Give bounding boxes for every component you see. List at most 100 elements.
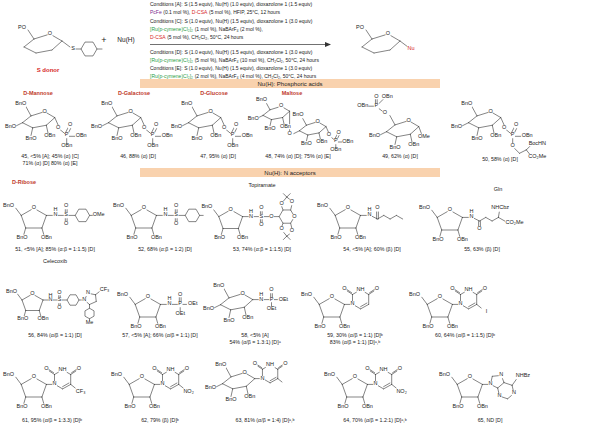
atom-label: O [242, 370, 247, 376]
atom-label: N [512, 391, 517, 397]
bond [212, 125, 214, 133]
atom-label: O [326, 132, 331, 138]
atom-label: N [249, 214, 254, 220]
bond [119, 125, 133, 128]
atom-label: NH [464, 287, 473, 293]
atom-label: O [174, 204, 179, 210]
bond [57, 386, 62, 389]
atom-label: BnO [113, 203, 125, 209]
yield-caption: 60, 64% (α/β = 1:1.5) [D]ᵇ [435, 333, 495, 338]
bond [152, 215, 157, 228]
atom-label: OBn [362, 404, 374, 410]
atom-label: CF₃ [99, 288, 109, 294]
bond [440, 230, 442, 236]
bond [265, 380, 270, 383]
bond [16, 208, 21, 215]
bond [422, 297, 427, 304]
atom-label: O [222, 125, 227, 131]
bond [366, 30, 372, 39]
atom-label: O [31, 374, 36, 380]
atom-label: OBn [242, 316, 254, 322]
bond [287, 194, 290, 197]
atom-label: N [53, 213, 58, 219]
atom-label: N [163, 213, 168, 219]
bond [482, 384, 487, 385]
atom-label: P [65, 133, 69, 139]
atom-label: Nu [407, 46, 415, 52]
aromatic-ring [67, 295, 79, 305]
condition-text: (5 mol %), CH₂Cl₂, 50°C, 24 hours [167, 35, 243, 40]
bond [514, 148, 519, 153]
bond [384, 383, 390, 387]
atom-label: BnO [317, 203, 329, 209]
atom-label: O [57, 305, 62, 311]
yield-caption: 83% (α/β = 1:1) [D]ᵃ,ᵇ [330, 340, 380, 345]
bond [460, 397, 462, 403]
condition-text: (2 mol %), NaBArF₄ (4 mol %), CH₂Cl₂, 50… [195, 74, 317, 79]
bond [192, 107, 197, 116]
bond [378, 212, 379, 219]
atom-label: BnO [5, 124, 17, 130]
bond [457, 384, 462, 397]
bond [270, 377, 276, 380]
bond [24, 311, 26, 316]
atom-label: O [64, 204, 69, 210]
bond [410, 134, 412, 142]
atom-label: BnO [181, 101, 193, 107]
atom-label: BnO [3, 372, 15, 378]
bond [221, 305, 231, 310]
atom-label: NH [58, 367, 67, 373]
atom-label: NO₂ [183, 389, 194, 395]
bond [138, 317, 140, 323]
condition-text: S (1.5 equiv), Nu(H) (1.0 equiv), dioxaz… [184, 2, 312, 7]
atom-label: O [329, 294, 334, 300]
bond [322, 317, 324, 323]
atom-label: OBn [227, 143, 239, 149]
bond [24, 39, 34, 47]
yield-caption: 55, 63% (β) [D] [464, 247, 500, 252]
condition-line: Conditions [C]:S (1.0 equiv), Nu(H) (1.5… [150, 19, 313, 24]
bond [136, 228, 152, 229]
bond [340, 317, 342, 323]
atom-label: OBn [316, 139, 328, 145]
atom-label: N [497, 393, 502, 399]
atom-label: BnO [389, 145, 401, 151]
bond [42, 397, 44, 403]
bond [367, 384, 372, 385]
bond [156, 304, 161, 317]
atom-label: P [269, 297, 273, 303]
condition-text: Conditions [E]: [150, 66, 183, 71]
bond [214, 305, 221, 308]
drug-name: Celecoxib [43, 259, 67, 265]
bond [168, 215, 173, 216]
bond [244, 300, 253, 308]
bond [36, 50, 52, 53]
bond [492, 217, 498, 221]
yield-caption: 49, 62% (α) [D] [382, 154, 418, 159]
bond [462, 397, 478, 398]
bond [23, 123, 33, 128]
condition-text: Conditions [C]: [150, 19, 183, 24]
bond [26, 310, 40, 311]
bond [212, 118, 221, 126]
bond [432, 317, 448, 318]
yield-caption: 46, 88% (α) [D] [120, 154, 156, 159]
yield-caption: 48, 74% (α) [D]; 75% (α) [E] [265, 154, 330, 159]
bond [362, 39, 372, 47]
atom-label: P [334, 139, 338, 145]
atom-label: N [499, 373, 504, 379]
bond [396, 215, 402, 219]
atom-label: BnO [439, 372, 451, 378]
atom-label: O [488, 109, 493, 115]
sugar-name: D-Mannose [23, 91, 53, 97]
condition-text: (0.1 mol %), [163, 10, 190, 15]
atom-label: O [252, 361, 257, 367]
atom-label: OBn [382, 94, 394, 100]
bond [246, 386, 248, 394]
atom-label: BnO [171, 124, 183, 130]
atom-label: N [367, 213, 372, 219]
bond [477, 304, 482, 308]
bond [156, 369, 161, 373]
bond [46, 384, 51, 385]
bond [221, 229, 223, 235]
